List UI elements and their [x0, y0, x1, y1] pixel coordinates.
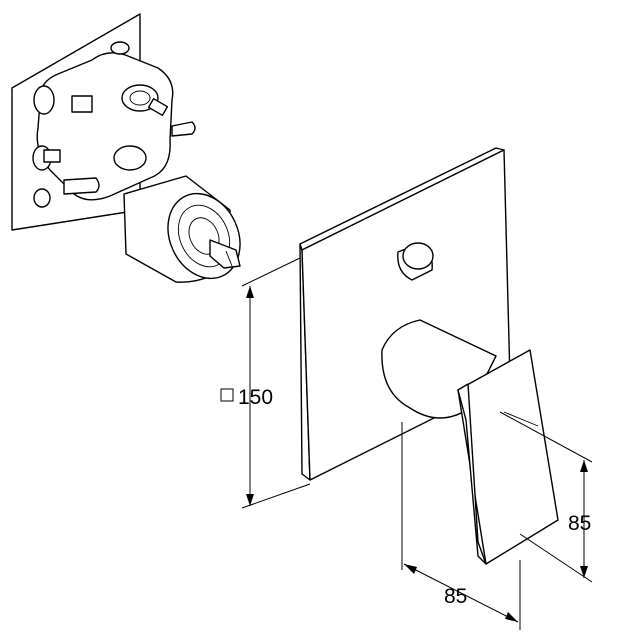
- dimension-plate-height: 150: [220, 257, 311, 509]
- lever-height-label: 85: [568, 512, 591, 535]
- diverter-knob: [397, 242, 434, 281]
- dimension-lever-height: 85: [499, 411, 593, 583]
- dimension-lever-depth: 85: [401, 422, 521, 630]
- concealed-valve-body: [11, 13, 241, 283]
- lever-depth-label: 85: [444, 585, 467, 608]
- lever-handle: [381, 319, 559, 565]
- plate-size-label: 150: [238, 386, 273, 409]
- square-symbol: [220, 388, 234, 402]
